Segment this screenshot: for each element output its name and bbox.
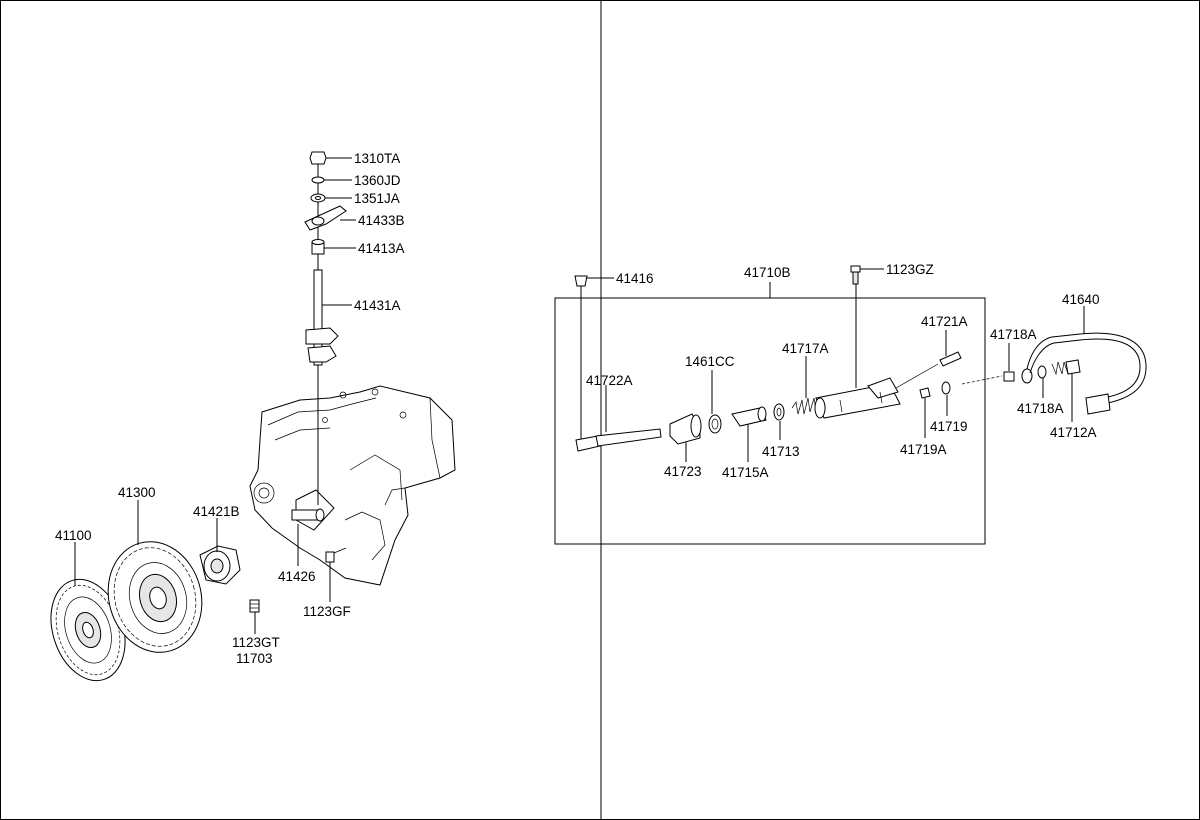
release-cylinder-body	[814, 265, 901, 419]
label-41640: 41640	[1062, 292, 1100, 307]
label-1123GF: 1123GF	[303, 604, 351, 619]
label-41416: 41416	[616, 271, 654, 286]
hose-41640	[1003, 306, 1147, 422]
label-41718A-top: 41718A	[990, 327, 1037, 342]
label-11703: 11703	[236, 651, 273, 666]
label-1123GZ: 1123GZ	[886, 262, 934, 277]
label-1360JD: 1360JD	[354, 173, 401, 188]
spring-41717A	[791, 356, 817, 415]
left-panel-labels: 1310TA 1360JD 1351JA 41433B 41413A 41431…	[55, 151, 405, 666]
clutch-cover	[107, 541, 203, 653]
release-bearing	[199, 545, 241, 585]
label-41712A: 41712A	[1050, 425, 1097, 440]
transmission-housing	[249, 385, 456, 586]
seals-41719	[919, 375, 1003, 438]
bolt-1123gf	[325, 547, 347, 563]
label-41719A: 41719A	[900, 442, 947, 457]
label-41718A-bottom: 41718A	[1017, 401, 1064, 416]
seal-41713	[773, 403, 785, 440]
label-41413A: 41413A	[358, 241, 405, 256]
label-41300: 41300	[118, 485, 156, 500]
label-41710B: 41710B	[744, 265, 791, 280]
label-41722A: 41722A	[586, 373, 633, 388]
label-41713: 41713	[762, 444, 800, 459]
label-41100: 41100	[55, 528, 92, 543]
shift-shaft-assembly	[304, 151, 347, 505]
label-41721A: 41721A	[921, 314, 968, 329]
label-41723: 41723	[664, 464, 702, 479]
bleeder-41721A	[895, 330, 962, 389]
assembly-box-41710B	[554, 297, 986, 545]
label-41717A: 41717A	[782, 341, 829, 356]
bolt-1123gt	[249, 599, 260, 613]
label-41421B: 41421B	[193, 504, 240, 519]
label-1123GT: 1123GT	[232, 635, 280, 650]
label-41431A: 41431A	[354, 298, 401, 313]
label-41433B: 41433B	[358, 213, 405, 228]
label-1351JA: 1351JA	[354, 191, 400, 206]
ring-1461CC	[708, 370, 722, 434]
piston-41715A	[731, 406, 767, 462]
label-1310TA: 1310TA	[354, 151, 400, 166]
label-1461CC: 1461CC	[685, 354, 735, 369]
push-rod-assembly	[574, 275, 662, 452]
label-41426: 41426	[278, 569, 316, 584]
boot-41723	[669, 413, 702, 462]
label-41719: 41719	[930, 419, 968, 434]
label-41715A: 41715A	[722, 465, 769, 480]
